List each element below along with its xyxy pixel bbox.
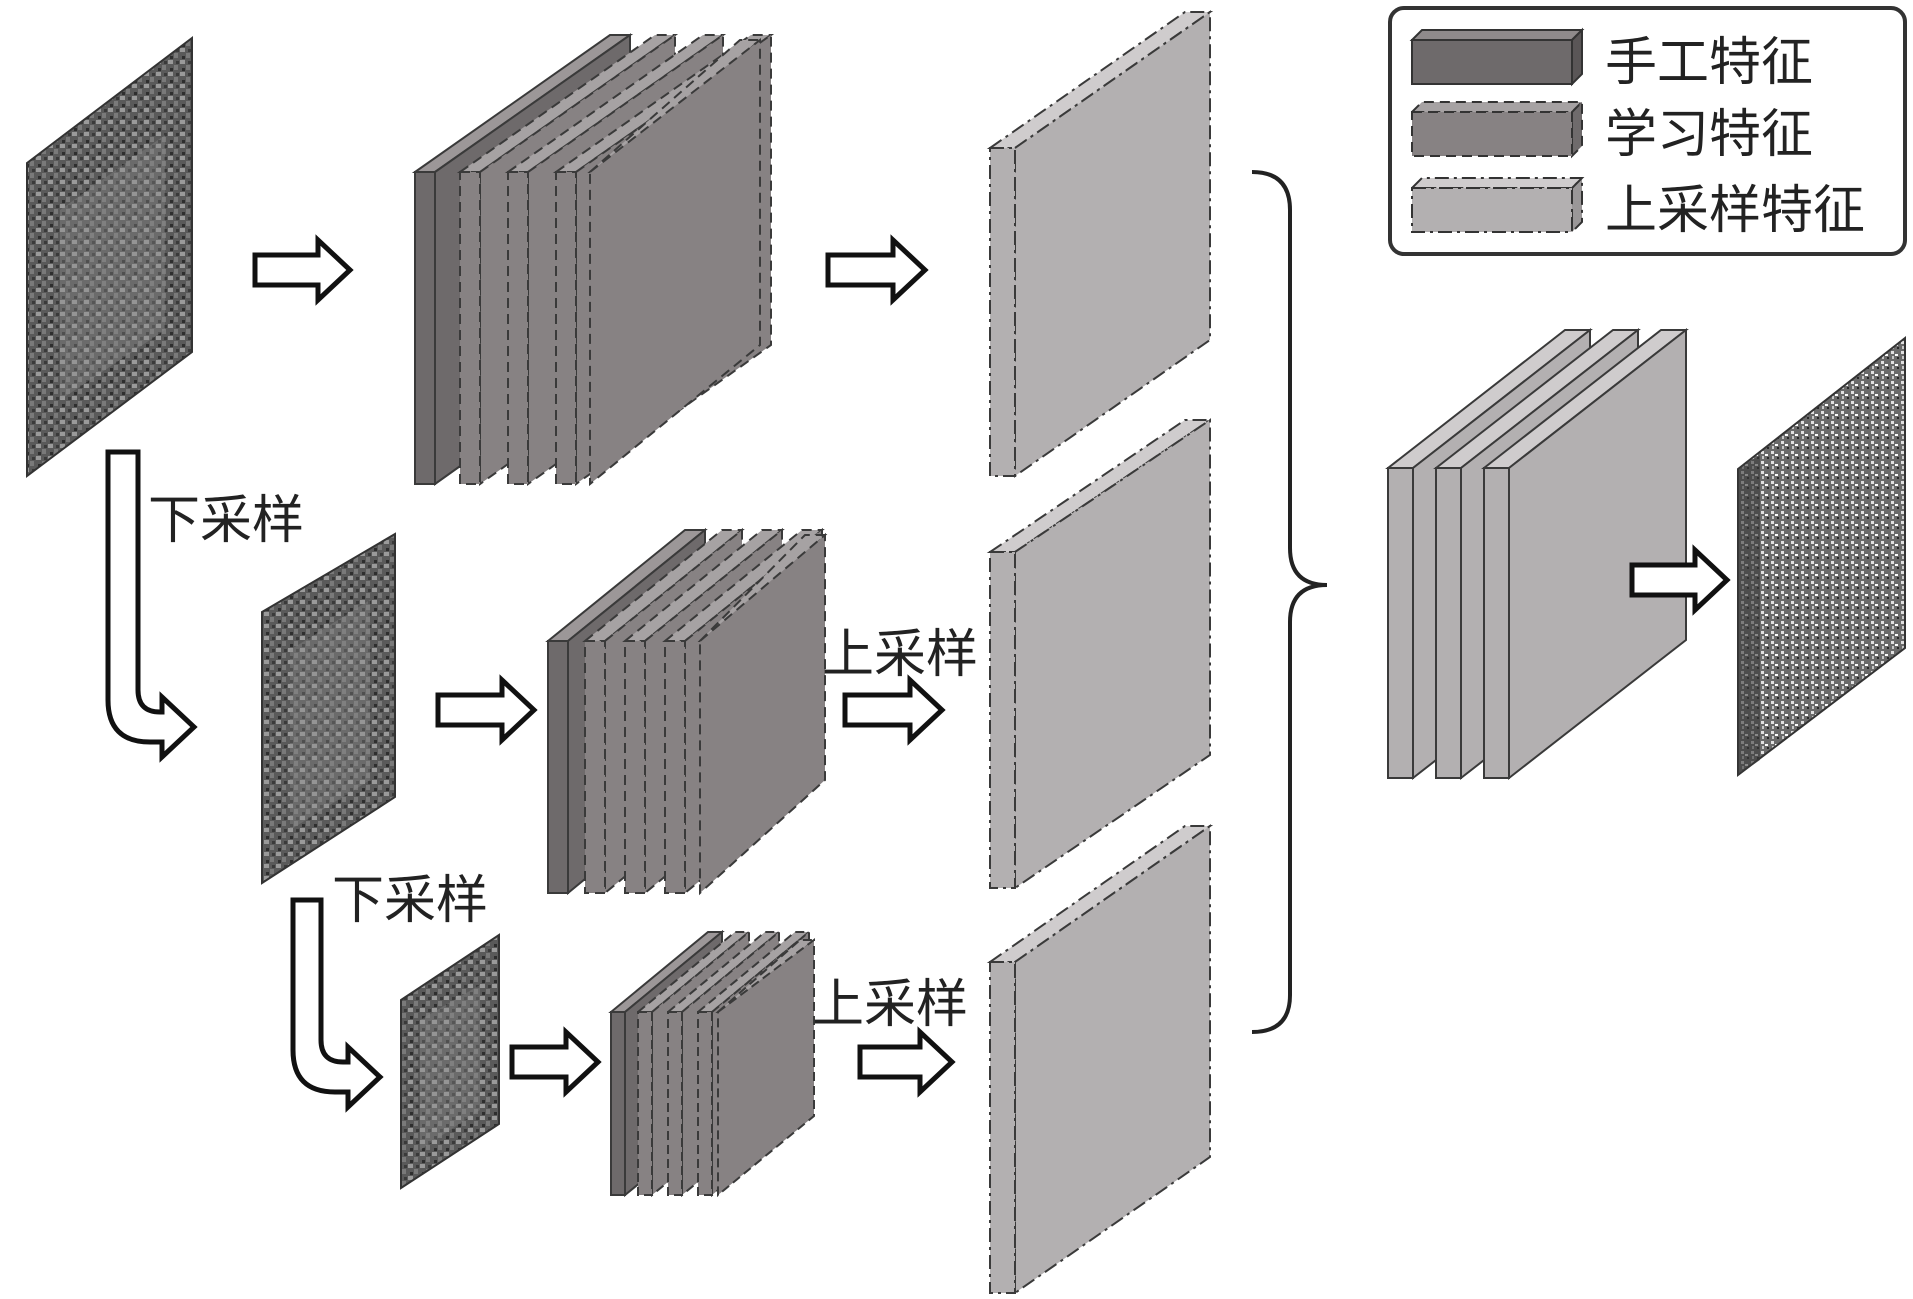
arrow-right-icon <box>825 234 929 306</box>
input-image-small <box>400 933 500 1190</box>
legend-label-learned: 学习特征 <box>1605 105 1813 165</box>
legend-swatch-handcrafted <box>1409 27 1585 87</box>
arrow-right-icon <box>857 1026 956 1098</box>
legend-swatch-upsampled <box>1409 175 1585 235</box>
downsample-arrow-icon <box>105 449 198 763</box>
feature-stack-middle <box>545 527 828 896</box>
downsample-label: 下采样 <box>332 871 488 931</box>
upsampled-feature-middle <box>986 418 1214 890</box>
upsample-label: 上采样 <box>822 625 978 685</box>
legend-label-upsampled: 上采样特征 <box>1605 181 1865 241</box>
arrow-right-icon <box>435 674 538 746</box>
feature-stack-bottom <box>608 929 817 1198</box>
merge-brace <box>1251 170 1328 1034</box>
legend-swatch-learned <box>1409 99 1585 159</box>
downsample-label: 下采样 <box>148 491 304 551</box>
feature-stack-top <box>411 33 775 487</box>
arrow-right-icon <box>842 674 946 746</box>
upsample-label: 上采样 <box>812 975 968 1035</box>
input-image-large <box>26 35 193 479</box>
output-image <box>1737 335 1906 778</box>
upsampled-feature-bottom <box>986 824 1214 1295</box>
arrow-right-icon <box>252 234 354 306</box>
downsample-arrow-icon <box>290 897 384 1113</box>
upsampled-feature-top <box>986 10 1214 478</box>
input-image-medium <box>261 532 396 885</box>
legend-label-handcrafted: 手工特征 <box>1605 33 1813 93</box>
arrow-right-icon <box>1629 544 1731 616</box>
concatenated-feature-stack <box>1385 327 1689 781</box>
legend: 手工特征 学习特征 上采样特征 <box>1388 6 1907 256</box>
arrow-right-icon <box>509 1026 602 1098</box>
